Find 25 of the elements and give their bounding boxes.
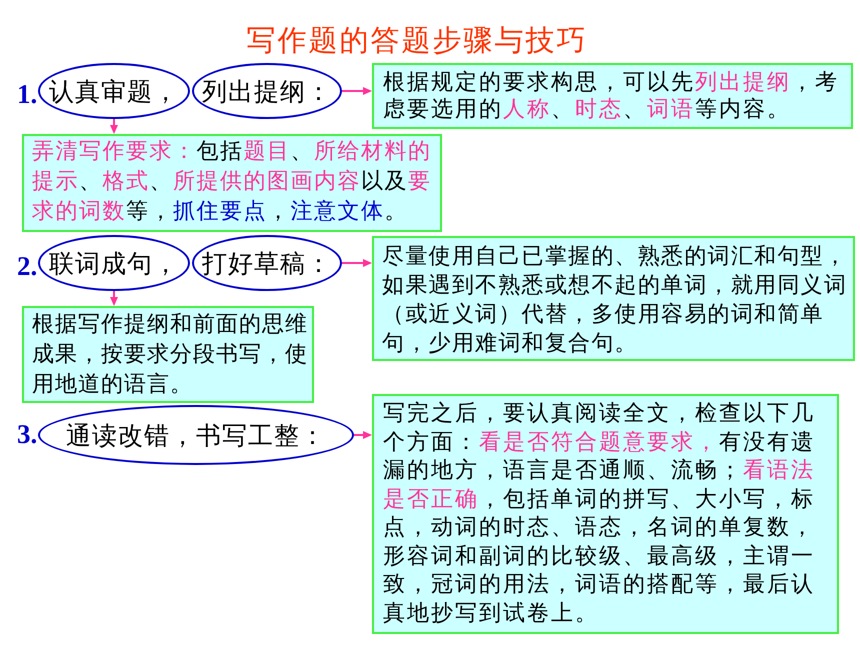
note-text: 尽量使用自己已掌握的、熟悉的词汇和句型，如果遇到不熟悉或想不起的单词，就用同义词（或近义词）代替，多使用容易的词和简单句，少用难词和复合句。 xyxy=(382,243,848,358)
arrow xyxy=(342,259,372,267)
step-oval xyxy=(38,405,354,465)
arrow xyxy=(110,291,118,306)
step-number: 2. xyxy=(17,251,38,281)
arrow xyxy=(342,87,372,95)
step-heading: 认真审题， xyxy=(49,78,179,104)
note-box xyxy=(372,63,853,129)
step-oval xyxy=(38,235,190,291)
note-text: 根据规定的要求构思，可以先列出提纲，考虑要选用的人称、时态、词语等内容。 xyxy=(383,69,840,123)
step-oval xyxy=(38,63,190,119)
note-text: 根据写作提纲和前面的思维成果，按要求分段书写，使用地道的语言。 xyxy=(32,311,309,399)
note-text: 写完之后，要认真阅读全文，检查以下几个方面：看是否符合题意要求，有没有遗漏的地方，语言是否通顺、流畅；看语法是否正确，包括单词的拼写、大小写，标点，动词的时态、语态，名词的单复数，形容词和副词的比较级、最高级，主谓一致，冠词的用法，词语的搭配等，最后认真地抄写到试卷上。 xyxy=(383,400,816,628)
step-heading: 打好草稿： xyxy=(202,250,332,276)
note-text: 弄清写作要求：包括题目、所给材料的提示、格式、所提供的图画内容以及要求的词数等，抓住要点，注意文体。 xyxy=(32,138,432,226)
step-oval xyxy=(192,235,342,291)
diagram-title: 写作题的答题步骤与技巧 xyxy=(246,23,588,57)
step-heading: 联词成句， xyxy=(49,250,179,276)
step-number: 3. xyxy=(17,419,38,449)
arrow xyxy=(354,431,372,439)
arrow xyxy=(110,119,118,134)
step-heading: 通读改错，书写工整： xyxy=(66,422,326,448)
step-number: 1. xyxy=(17,79,38,109)
step-heading: 列出提纲： xyxy=(202,78,332,104)
step-oval xyxy=(192,63,342,119)
